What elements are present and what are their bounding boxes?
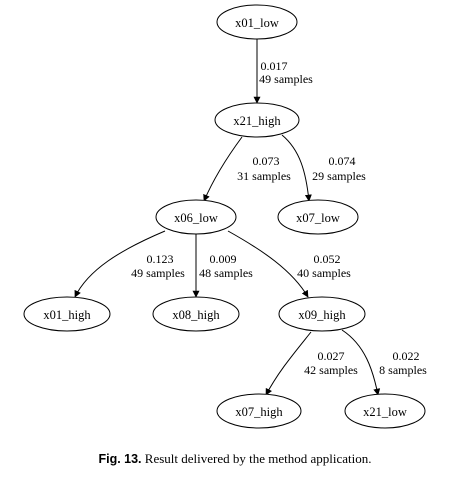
- edge-label-value: 0.123: [147, 252, 174, 266]
- node-x21-high: x21_high: [214, 102, 300, 138]
- node-x08-high: x08_high: [152, 296, 240, 332]
- node-x01-low: x01_low: [216, 4, 298, 40]
- edge-x06-low-to-x09-high: [227, 230, 309, 298]
- edge-label-samples: 8 samples: [379, 363, 427, 377]
- edge-label-samples: 29 samples: [312, 169, 366, 183]
- node-label: x09_high: [298, 308, 346, 322]
- node-label: x21_high: [233, 114, 281, 128]
- nodes: x01_low x21_high x06_low x07_low x01_hig…: [23, 4, 426, 429]
- edge-labels: 0.017 49 samples 0.073 31 samples 0.074 …: [131, 59, 427, 377]
- node-label: x08_high: [172, 308, 220, 322]
- node-label: x21_low: [363, 405, 407, 419]
- caption-text: Result delivered by the method applicati…: [144, 451, 372, 466]
- edge-label-value: 0.022: [393, 349, 420, 363]
- node-x07-high: x07_high: [216, 393, 302, 429]
- decision-tree-svg: 0.017 49 samples 0.073 31 samples 0.074 …: [23, 4, 427, 429]
- edge-label-samples: 31 samples: [237, 169, 291, 183]
- node-x09-high: x09_high: [278, 296, 366, 332]
- node-x01-high: x01_high: [23, 296, 111, 332]
- node-x07-low: x07_low: [277, 199, 359, 235]
- edge-label-value: 0.009: [210, 252, 237, 266]
- edges: [74, 39, 381, 396]
- edge-label-value: 0.073: [253, 154, 280, 168]
- edge-label-samples: 40 samples: [297, 266, 351, 280]
- node-label: x01_high: [43, 308, 91, 322]
- node-label: x01_low: [235, 16, 279, 30]
- edge-x09-high-to-x21-low: [341, 329, 381, 396]
- edge-label-samples: 49 samples: [131, 266, 185, 280]
- node-label: x07_low: [296, 211, 340, 225]
- edge-label-samples: 42 samples: [304, 363, 358, 377]
- edge-label-value: 0.052: [314, 252, 341, 266]
- edge-label-value: 0.074: [329, 154, 356, 168]
- edge-x21-high-to-x07-low: [281, 134, 312, 202]
- node-label: x07_high: [235, 405, 283, 419]
- figure-number: Fig. 13.: [98, 452, 142, 466]
- node-x06-low: x06_low: [155, 199, 237, 235]
- edge-label-value: 0.027: [318, 349, 345, 363]
- figure-caption: Fig. 13. Result delivered by the method …: [0, 451, 470, 467]
- edge-x06-low-to-x01-high: [74, 230, 166, 298]
- edge-label-samples: 49 samples: [259, 72, 313, 86]
- node-x21-low: x21_low: [344, 393, 426, 429]
- edge-x09-high-to-x07-high: [265, 331, 312, 396]
- edge-label-value: 0.017: [261, 59, 288, 73]
- edge-x21-high-to-x06-low: [203, 136, 243, 202]
- edge-label-samples: 48 samples: [199, 266, 253, 280]
- node-label: x06_low: [174, 211, 218, 225]
